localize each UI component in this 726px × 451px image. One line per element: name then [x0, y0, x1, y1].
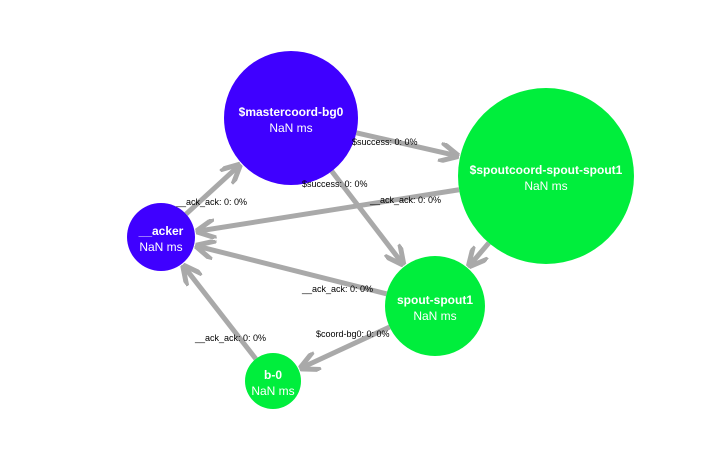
edge-label-spout1-to-acker: __ack_ack: 0: 0%	[301, 284, 373, 294]
edge-b0-to-acker	[186, 269, 258, 361]
edge-master-to-spout1	[329, 169, 401, 261]
edge-label-acker-to-master: __ack_ack: 0: 0%	[175, 197, 247, 207]
edges-layer	[184, 130, 491, 367]
node-stat-mastercoord: NaN ms	[269, 121, 312, 135]
edge-spoutcoord-to-spout1	[471, 241, 491, 263]
node-name-mastercoord: $mastercoord-bg0	[239, 105, 344, 119]
edge-spout1-to-acker	[200, 247, 388, 297]
node-name-acker: __acker	[138, 224, 184, 238]
edge-spoutcoord-to-acker	[201, 187, 460, 231]
node-circle-spoutcoord[interactable]	[458, 88, 634, 264]
node-stat-acker: NaN ms	[139, 240, 182, 254]
node-stat-spoutcoord: NaN ms	[524, 179, 567, 193]
node-stat-b0: NaN ms	[251, 384, 294, 398]
edge-label-spout1-to-b0: $coord-bg0: 0: 0%	[316, 329, 390, 339]
node-circle-spout1[interactable]	[385, 256, 485, 356]
edge-labels-layer: $success: 0: 0%$success: 0: 0%__ack_ack:…	[175, 137, 441, 343]
node-circle-acker[interactable]	[127, 203, 195, 271]
node-name-spout1: spout-spout1	[397, 293, 473, 307]
edge-label-master-to-spout1: $success: 0: 0%	[302, 179, 368, 189]
node-name-spoutcoord: $spoutcoord-spout-spout1	[470, 163, 623, 177]
edge-label-master-to-spoutcoord: $success: 0: 0%	[352, 137, 418, 147]
node-stat-spout1: NaN ms	[413, 309, 456, 323]
edge-acker-to-master	[184, 167, 237, 216]
node-name-b0: b-0	[264, 368, 282, 382]
edge-label-b0-to-acker: __ack_ack: 0: 0%	[194, 333, 266, 343]
node-circle-b0[interactable]	[245, 353, 301, 409]
edge-label-spoutcoord-to-acker: __ack_ack: 0: 0%	[369, 195, 441, 205]
edge-master-to-spoutcoord	[355, 130, 454, 155]
node-circle-mastercoord[interactable]	[224, 51, 358, 185]
edge-spout1-to-b0	[304, 324, 391, 367]
